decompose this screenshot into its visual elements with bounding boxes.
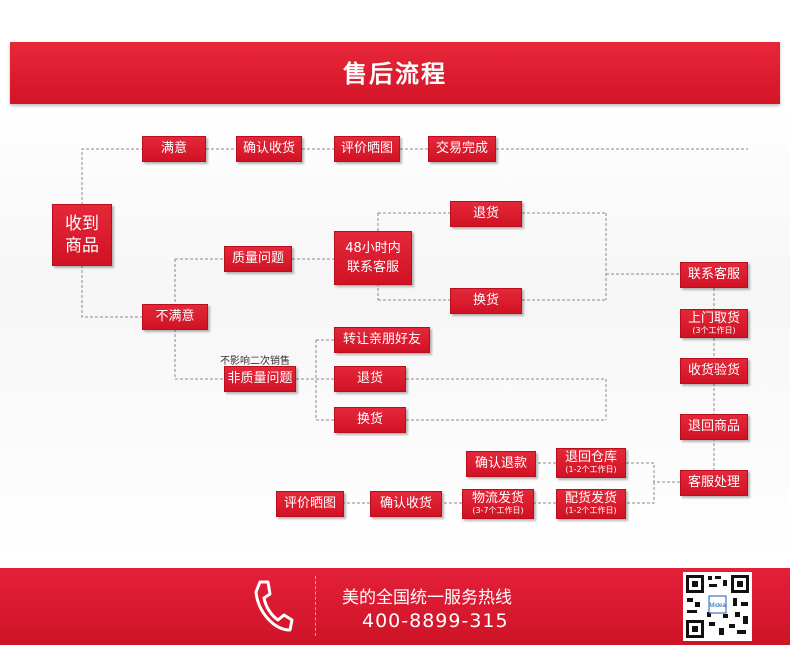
node-confirm-receipt-top: 确认收货 — [236, 136, 302, 162]
node-exchange-top: 换货 — [450, 288, 522, 314]
node-satisfied: 满意 — [142, 136, 206, 162]
node-quality-issue: 质量问题 — [224, 246, 292, 272]
node-return-warehouse: 退回仓库 (1-2个工作日) — [556, 448, 626, 478]
node-service-handle: 客服处理 — [680, 470, 748, 496]
title-bar: 售后流程 — [10, 42, 780, 104]
connector-service-split-low — [626, 482, 655, 504]
hotline-number: 400-8899-315 — [362, 610, 509, 632]
node-contact-service: 联系客服 — [680, 262, 748, 288]
node-inspect: 收货验货 — [680, 358, 748, 384]
node-confirm-refund: 确认退款 — [466, 451, 536, 477]
node-logistics-ship: 物流发货 (3-7个工作日) — [462, 489, 534, 519]
node-exchange-mid: 换货 — [334, 407, 406, 433]
qr-code-graphic: Midea — [686, 575, 749, 638]
node-transfer-friend: 转让亲朋好友 — [334, 327, 430, 353]
phone-icon — [254, 580, 294, 632]
qr-code-icon: Midea — [683, 572, 752, 641]
note-no-resale-effect: 不影响二次销售 — [220, 356, 290, 367]
node-unsatisfied: 不满意 — [142, 304, 208, 330]
node-confirm-receipt-bottom: 确认收货 — [370, 491, 442, 517]
node-deal-done: 交易完成 — [428, 136, 496, 162]
node-review-top: 评价晒图 — [334, 136, 400, 162]
hotline-label: 美的全国统一服务热线 — [342, 588, 512, 608]
connector-receive-satisfied — [81, 148, 142, 205]
node-refund-top: 退货 — [450, 201, 522, 227]
connector-receive-unsatisfied — [81, 265, 142, 318]
node-review-bottom: 评价晒图 — [276, 491, 344, 517]
page-title: 售后流程 — [343, 60, 447, 88]
node-ship-replacement: 配货发货 (1-2个工作日) — [556, 489, 626, 519]
footer-divider — [315, 576, 317, 636]
node-non-quality-issue: 非质量问题 — [224, 366, 296, 392]
node-return-goods: 退回商品 — [680, 414, 748, 440]
footer-hotline-bar: 美的全国统一服务热线 400-8899-315 Midea — [0, 568, 790, 645]
node-refund-mid: 退货 — [334, 366, 406, 392]
node-receive-goods: 收到 商品 — [52, 204, 112, 266]
qr-brand-text: Midea — [709, 603, 726, 609]
connector-service-split — [626, 462, 680, 483]
node-48h-contact-service: 48小时内 联系客服 — [334, 231, 412, 285]
node-pickup: 上门取货 (3个工作日) — [680, 309, 748, 338]
